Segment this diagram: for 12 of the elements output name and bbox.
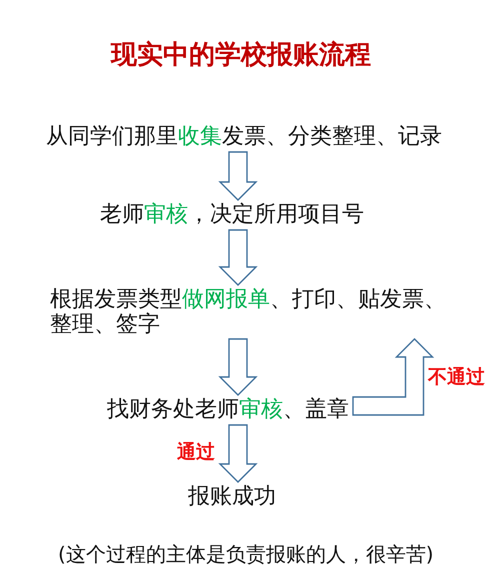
- hollow-block-arrow: [218, 424, 258, 483]
- hollow-block-arrow: [218, 229, 258, 286]
- hollow-block-arrow: [218, 151, 258, 201]
- step-text: 找财务处老师审核、盖章: [107, 397, 349, 423]
- caption-text: (这个过程的主体是负责报账的人，很辛苦): [58, 541, 434, 567]
- step-text: 从同学们那里收集发票、分类整理、记录: [46, 124, 442, 150]
- step-text: 报账成功: [188, 484, 276, 510]
- step-text: 根据发票类型做网报单、打印、贴发票、整理、签字: [50, 287, 450, 337]
- diagram-title: 现实中的学校报账流程: [111, 39, 371, 71]
- hollow-block-arrow: [352, 338, 434, 416]
- step-text: 老师审核，决定所用项目号: [100, 202, 364, 228]
- hollow-block-arrow: [218, 338, 258, 396]
